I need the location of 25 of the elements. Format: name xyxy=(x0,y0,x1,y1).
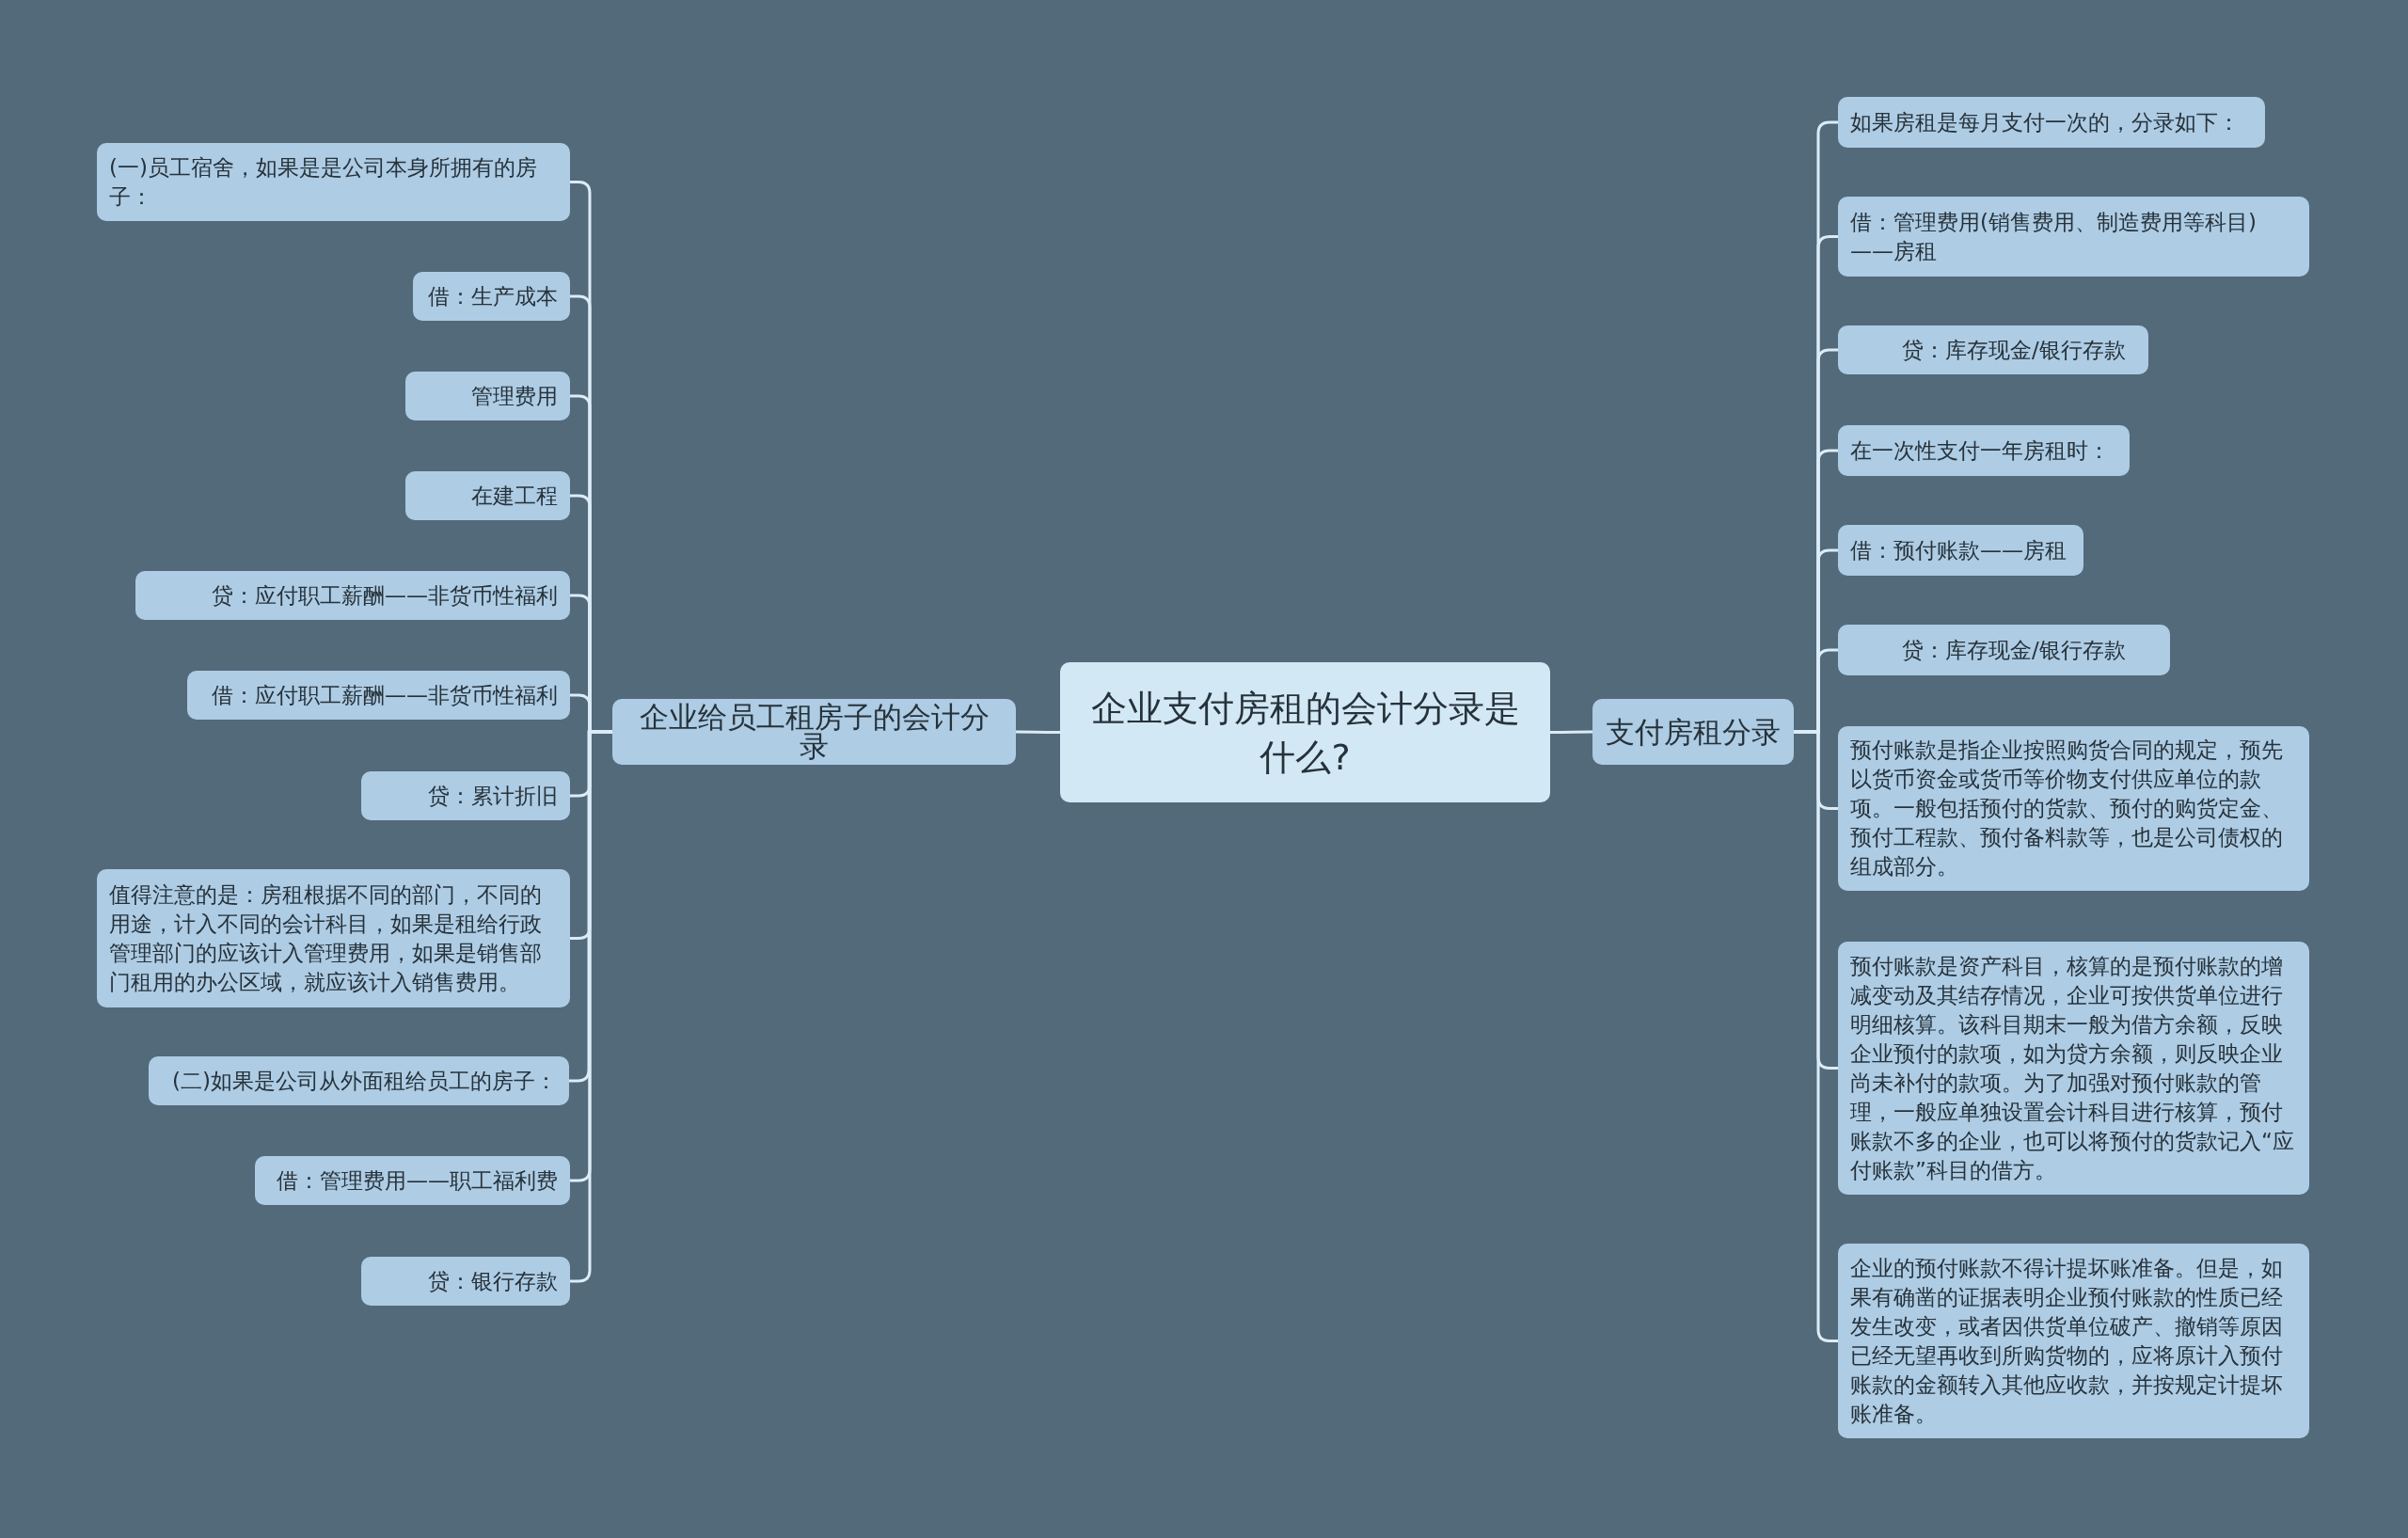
branch-topic-box: 企业给员工租房子的会计分录 xyxy=(612,699,1016,765)
topic-box: 预付账款是资产科目，核算的是预付账款的增减变动及其结存情况，企业可按供货单位进行明细核算。该科目期末一般为借方余额，反映企业预付的款项，如为贷方余额，则反映企业尚未补付的款项。为了加强对预付账款的管理，一般应单独设置会计科目进行核算，预付账款不多的企业，也可以将预付的货款记入“应付账款”科目的借方。 xyxy=(1838,942,2309,1195)
topic-box: (二)如果是公司从外面租给员工的房子： xyxy=(149,1056,569,1105)
connector-line xyxy=(1016,730,1060,734)
topic-box: 在建工程 xyxy=(405,471,570,520)
topic-box: 预付账款是指企业按照购货合同的规定，预先以货币资金或货币等价物支付供应单位的款项。一般包括预付的货款、预付的购货定金、预付工程款、预付备料款等，也是公司债权的组成部分。 xyxy=(1838,726,2309,891)
topic-box: 在一次性支付一年房租时： xyxy=(1838,425,2130,476)
topic-box: 值得注意的是：房租根据不同的部门，不同的用途，计入不同的会计科目，如果是租给行政管理部门的应该计入管理费用，如果是销售部门租用的办公区域，就应该计入销售费用。 xyxy=(97,869,570,1007)
topic-box: (一)员工宿舍，如果是是公司本身所拥有的房子： xyxy=(97,143,570,221)
topic-box: 借：管理费用(销售费用、制造费用等科目)——房租 xyxy=(1838,197,2309,277)
topic-box: 借：生产成本 xyxy=(413,272,570,321)
central-topic-box: 企业支付房租的会计分录是什么? xyxy=(1060,662,1550,802)
topic-box: 贷：库存现金/银行存款 xyxy=(1838,625,2170,675)
topic-box: 贷：累计折旧 xyxy=(361,771,570,820)
branch-topic-box: 支付房租分录 xyxy=(1592,699,1794,765)
topic-box: 借：管理费用——职工福利费 xyxy=(255,1156,570,1205)
topic-box: 企业的预付账款不得计提坏账准备。但是，如果有确凿的证据表明企业预付账款的性质已经发生改变，或者因供货单位破产、撤销等原因已经无望再收到所购货物的，应将原计入预付账款的金额转入其他应收款，并按规定计提坏账准备。 xyxy=(1838,1244,2309,1438)
connector-line xyxy=(1550,730,1592,734)
topic-box: 借：预付账款——房租 xyxy=(1838,525,2083,576)
topic-box: 贷：库存现金/银行存款 xyxy=(1838,325,2148,374)
topic-box: 如果房租是每月支付一次的，分录如下： xyxy=(1838,97,2265,148)
topic-box: 管理费用 xyxy=(405,372,570,420)
topic-box: 借：应付职工薪酬——非货币性福利 xyxy=(187,671,570,720)
topic-box: 贷：银行存款 xyxy=(361,1257,570,1306)
topic-box: 贷：应付职工薪酬——非货币性福利 xyxy=(135,571,570,620)
